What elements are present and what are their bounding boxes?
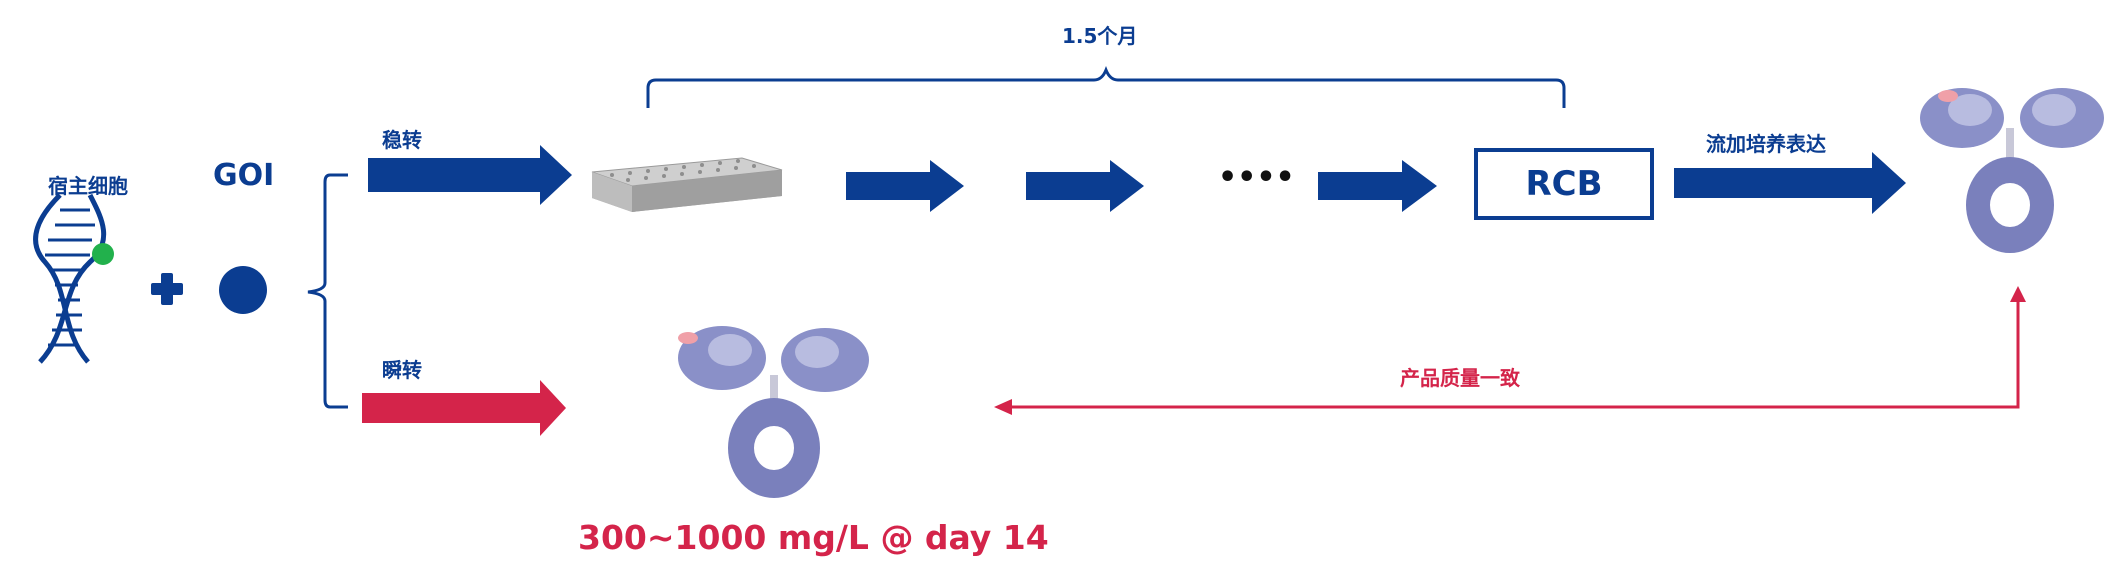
goi-label: GOI	[213, 158, 275, 193]
branch-brace	[307, 173, 348, 409]
stable-label: 稳转	[382, 128, 422, 152]
plus-icon	[151, 273, 183, 305]
stable-arrow	[368, 145, 572, 205]
quality-line	[1010, 298, 2020, 409]
antibody-icon-transient	[678, 326, 869, 498]
fed-batch-arrow	[1674, 152, 1906, 214]
ellipsis-dots: ••••	[1218, 160, 1295, 195]
host-cell-label: 宿主细胞	[48, 174, 128, 198]
step-arrow-1	[846, 160, 964, 212]
duration-label: 1.5个月	[1062, 24, 1138, 48]
fed-batch-label: 流加培养表达	[1706, 132, 1826, 156]
duration-brace	[646, 65, 1566, 108]
dna-icon	[33, 193, 107, 364]
quality-arrowhead-up	[2010, 286, 2026, 302]
quality-arrowhead-left	[994, 399, 1012, 415]
quality-label: 产品质量一致	[1400, 366, 1520, 390]
goi-circle	[219, 266, 267, 314]
well-plate-icon	[591, 157, 783, 212]
dna-marker-dot	[92, 243, 114, 265]
antibody-icon-stable	[1920, 88, 2104, 253]
transient-arrow	[362, 380, 566, 436]
yield-label: 300~1000 mg/L @ day 14	[578, 518, 1049, 557]
rcb-label: RCB	[1525, 164, 1603, 204]
transient-label: 瞬转	[382, 358, 422, 382]
rcb-box	[1474, 148, 1654, 220]
step-arrow-3	[1318, 160, 1437, 212]
step-arrow-2	[1026, 160, 1144, 212]
